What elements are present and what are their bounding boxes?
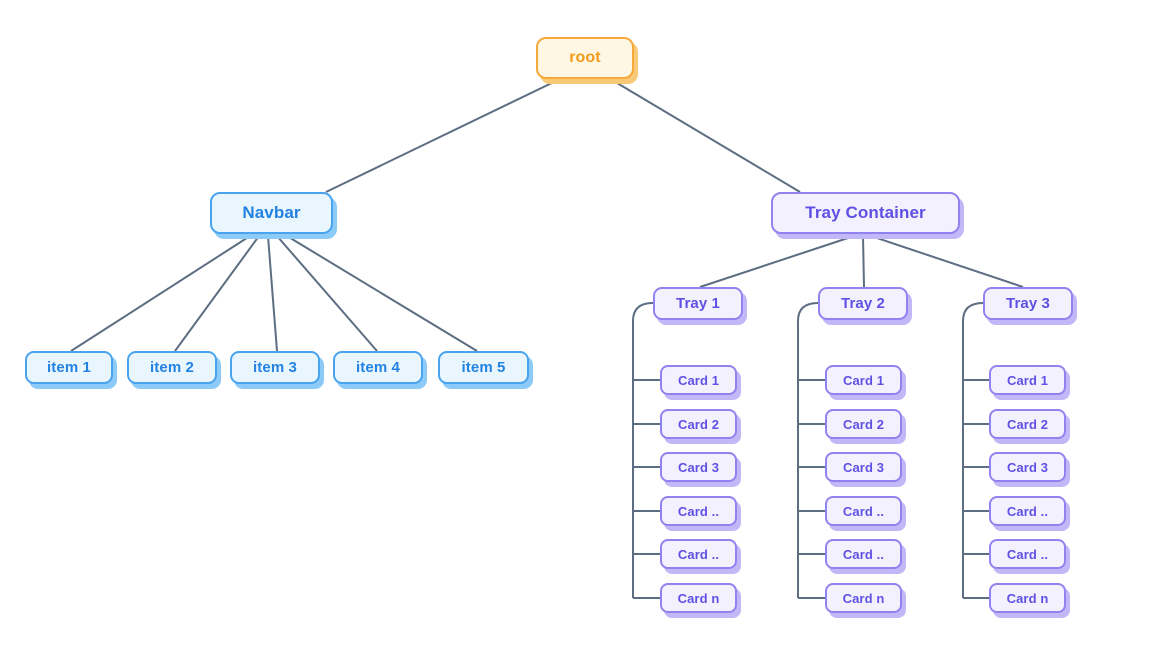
node-item-2: item 2 [127, 351, 217, 384]
edge-tray3-cards [962, 302, 989, 599]
node-tray1-card-2: Card 2 [660, 409, 737, 439]
node-root: root [536, 37, 634, 79]
node-tray2-card-3: Card 3 [825, 452, 902, 482]
node-tray3-card-4: Card .. [989, 496, 1066, 526]
node-tray3-card-n: Card n [989, 583, 1066, 613]
node-item-4: item 4 [333, 351, 423, 384]
node-tray3-card-5: Card .. [989, 539, 1066, 569]
node-tray1-card-5: Card .. [660, 539, 737, 569]
edge-root-navbar [325, 79, 559, 193]
edge-tray2-cards [797, 302, 825, 599]
node-tray1-card-4: Card .. [660, 496, 737, 526]
edge-navbar-item2 [174, 235, 260, 352]
node-tray-container: Tray Container [771, 192, 960, 234]
node-navbar: Navbar [210, 192, 333, 234]
node-tray2-card-5: Card .. [825, 539, 902, 569]
node-tray-1: Tray 1 [653, 287, 743, 320]
node-tray1-card-1: Card 1 [660, 365, 737, 395]
node-tray2-card-4: Card .. [825, 496, 902, 526]
edge-navbar-item5 [286, 235, 478, 352]
node-tray2-card-n: Card n [825, 583, 902, 613]
edge-navbar-item4 [276, 235, 378, 352]
node-tray-3: Tray 3 [983, 287, 1073, 320]
edge-tray1-cards [632, 302, 660, 599]
edge-navbar-item1 [70, 235, 251, 352]
node-tray3-card-3: Card 3 [989, 452, 1066, 482]
node-tray3-card-1: Card 1 [989, 365, 1066, 395]
node-tray2-card-1: Card 1 [825, 365, 902, 395]
node-item-1: item 1 [25, 351, 113, 384]
node-tray1-card-n: Card n [660, 583, 737, 613]
node-item-5: item 5 [438, 351, 529, 384]
edge-container-tray3 [870, 235, 1024, 288]
node-tray1-card-3: Card 3 [660, 452, 737, 482]
node-tray-2: Tray 2 [818, 287, 908, 320]
node-item-3: item 3 [230, 351, 320, 384]
edge-root-tray-container [611, 79, 801, 193]
node-tray3-card-2: Card 2 [989, 409, 1066, 439]
node-tray2-card-2: Card 2 [825, 409, 902, 439]
edge-navbar-item3 [267, 235, 278, 352]
edge-container-tray2 [862, 235, 865, 288]
edge-container-tray1 [699, 235, 855, 288]
